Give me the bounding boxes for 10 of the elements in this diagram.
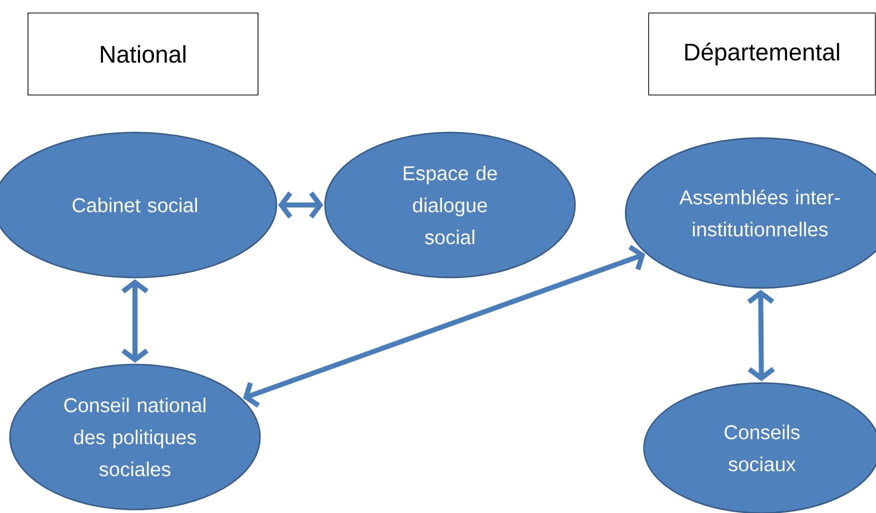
arrow (278, 192, 324, 218)
level-box: National (28, 12, 258, 96)
arrow (243, 244, 646, 408)
arrow (122, 279, 148, 363)
ellipse-node: Espace de dialogue social (324, 132, 576, 278)
ellipse-node: Conseils sociaux (643, 382, 876, 513)
ellipse-node: Assemblées inter-institutionnelles (624, 137, 876, 289)
ellipse-node: Conseil national des politiques sociales (9, 364, 261, 510)
arrow (747, 290, 775, 382)
level-box: Départemental (648, 12, 876, 96)
